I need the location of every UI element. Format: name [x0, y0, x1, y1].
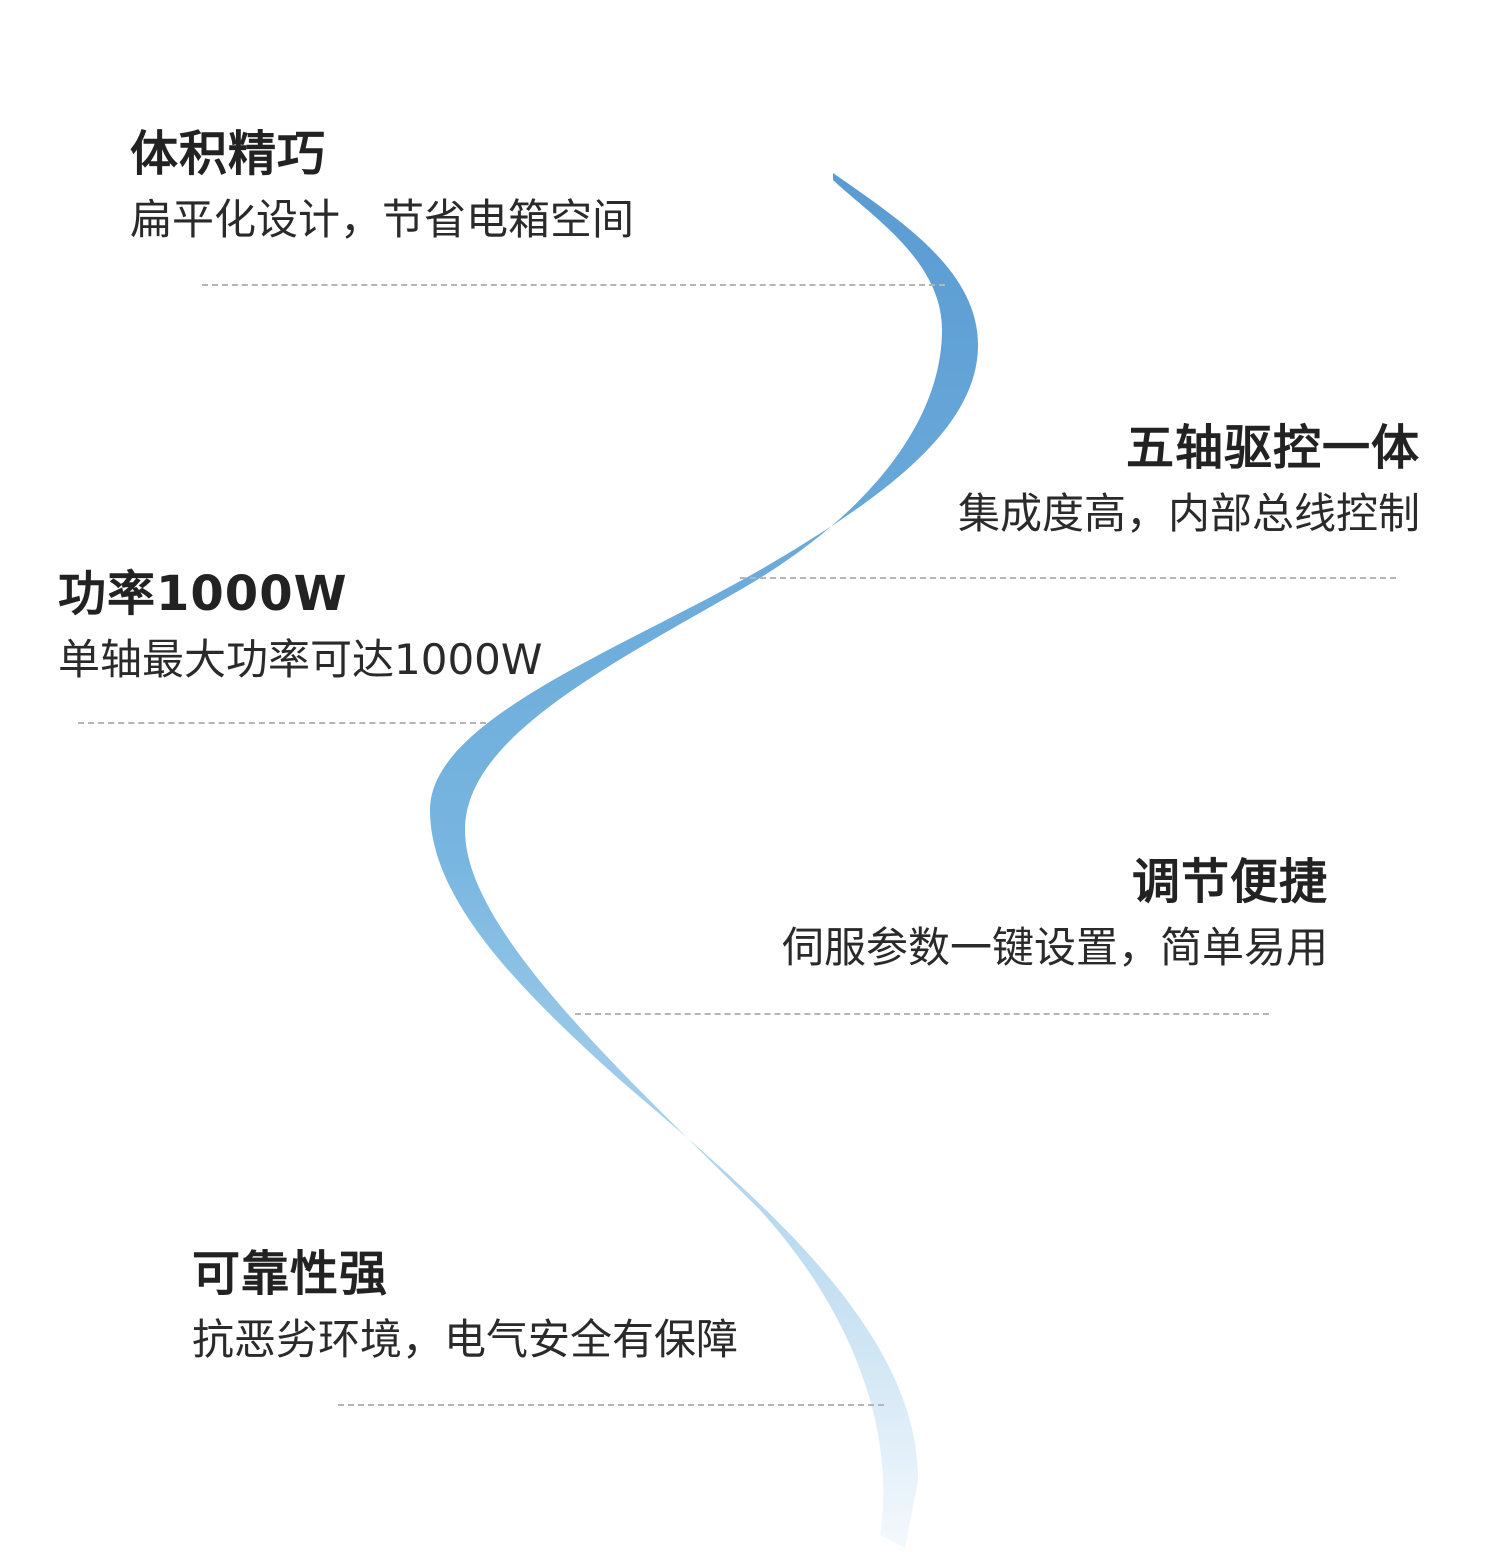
feature-five-axis: 五轴驱控一体 集成度高，内部总线控制: [958, 420, 1420, 540]
feature-compact: 体积精巧 扁平化设计，节省电箱空间: [130, 126, 634, 246]
feature-subtitle: 集成度高，内部总线控制: [957, 489, 1420, 538]
divider-4: [575, 1013, 1269, 1015]
divider-5: [338, 1404, 884, 1406]
feature-title: 体积精巧: [130, 126, 327, 182]
feature-subtitle: 扁平化设计，节省电箱空间: [130, 195, 635, 244]
feature-easy-tuning: 调节便捷 伺服参数一键设置，简单易用: [782, 854, 1328, 974]
feature-subtitle: 抗恶劣环境，电气安全有保障: [192, 1315, 739, 1364]
divider-1: [202, 284, 945, 286]
feature-title: 可靠性强: [192, 1246, 389, 1302]
feature-power: 功率1000W 单轴最大功率可达1000W: [58, 566, 542, 686]
feature-subtitle: 伺服参数一键设置，简单易用: [781, 923, 1328, 972]
feature-reliability: 可靠性强 抗恶劣环境，电气安全有保障: [192, 1246, 738, 1366]
feature-subtitle: 单轴最大功率可达1000W: [58, 635, 543, 684]
feature-title: 调节便捷: [1131, 854, 1328, 910]
divider-2: [740, 577, 1396, 579]
feature-title: 功率1000W: [58, 566, 348, 622]
divider-3: [78, 722, 486, 724]
feature-title: 五轴驱控一体: [1125, 420, 1420, 476]
